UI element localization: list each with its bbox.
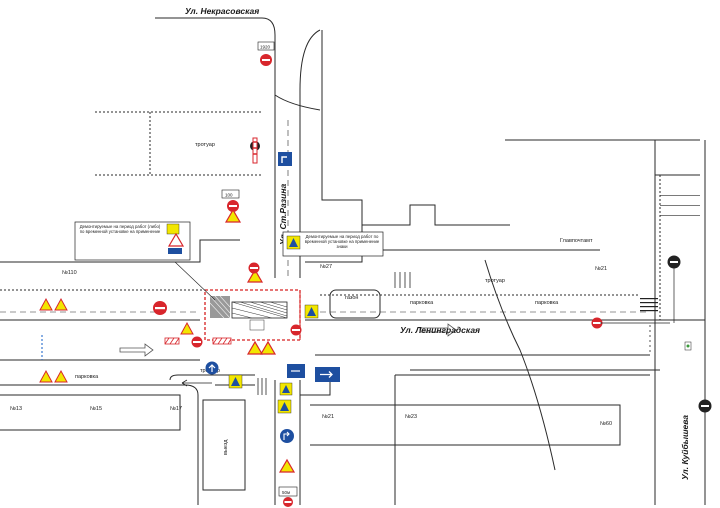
note-box-right: Демонтируемые на период работ по временн… xyxy=(282,231,384,257)
direction-arrow-icon xyxy=(119,323,457,387)
curb-marks xyxy=(257,272,651,395)
barrier-icon xyxy=(164,337,180,345)
building-number: №17 xyxy=(170,406,182,412)
label-glavpochtamt: Главпочтамт xyxy=(560,238,593,244)
pedestrian-crossing-sign-icon xyxy=(228,374,243,389)
roadworks-barrier-sign-icon xyxy=(250,137,260,164)
plate-top-text: 1920 xyxy=(260,45,271,50)
road-lines xyxy=(0,17,706,505)
roadworks-sign-icon xyxy=(246,268,264,283)
pedestrian-crossing-sign-icon xyxy=(304,304,319,319)
one-way-sign-icon xyxy=(278,152,292,166)
roadworks-sign-icon xyxy=(278,458,296,473)
street-st-razina: Ул. Ст.Разина xyxy=(278,184,288,245)
note-box-left: Демонтируемые на период работ (либо) по … xyxy=(74,221,191,261)
building-number: №15 xyxy=(90,406,102,412)
no-entry-sign-icon xyxy=(290,324,302,336)
no-entry-sign-icon xyxy=(591,317,603,329)
label-trotuar-top: тротуар xyxy=(485,278,505,284)
street-leningradskaya: Ул. Ленинградская xyxy=(400,325,480,335)
roadworks-sign-icon xyxy=(180,321,194,335)
no-entry-sign-icon xyxy=(283,497,293,507)
direction-arrow-sign-icon xyxy=(280,429,294,443)
warning-triangle-icon xyxy=(39,297,68,311)
direction-arrow-sign-icon xyxy=(205,361,219,375)
pedestrian-crossing-sign-icon xyxy=(277,399,292,414)
plate-bottom-text: 50м xyxy=(282,490,290,495)
no-entry-sign-icon xyxy=(153,301,167,315)
building-number: №13 xyxy=(10,406,22,412)
label-gazon: газон xyxy=(345,295,358,301)
label-vyezd: выезд xyxy=(223,439,229,455)
barrier-icon xyxy=(212,337,232,345)
roadworks-sign-icon xyxy=(259,340,277,355)
building-number: №27 xyxy=(320,264,332,270)
label-trotuar-right: тротуар xyxy=(195,142,215,148)
no-entry-sign-icon xyxy=(260,54,272,66)
leader-line xyxy=(174,261,216,301)
roadworks-sign-icon xyxy=(246,340,264,355)
street-nekrasovskaya: Ул. Некрасовская xyxy=(185,6,259,16)
one-way-sign-icon xyxy=(315,367,340,382)
roadworks-sign-icon xyxy=(224,208,242,223)
no-entry-sign-icon xyxy=(191,336,203,348)
label-parkovka-2: парковка xyxy=(535,300,559,306)
warning-triangle-icon xyxy=(39,369,68,383)
no-entry-sign-icon xyxy=(248,262,260,274)
center-median xyxy=(0,120,650,313)
traffic-light-icon xyxy=(667,255,681,269)
traffic-light-icon xyxy=(698,399,712,413)
building-number: №21 xyxy=(322,414,334,420)
traffic-signal-icon xyxy=(684,341,692,351)
building-number: №23 xyxy=(405,414,417,420)
label-parkovka-3: парковка xyxy=(75,374,99,380)
building-number: №21 xyxy=(595,266,607,272)
street-kuybysheva: Ул. Куйбышева xyxy=(680,415,690,480)
gazon-island xyxy=(329,289,381,319)
pedestrian-crossings xyxy=(640,195,700,312)
label-parkovka-1: парковка xyxy=(410,300,434,306)
direction-arrow-sign-icon xyxy=(287,364,305,378)
distance-plate xyxy=(221,189,240,199)
work-zone xyxy=(204,289,301,341)
distance-plate xyxy=(257,41,275,51)
no-entry-sign-icon xyxy=(227,200,239,212)
plate-mid-text: 100 xyxy=(225,193,233,198)
distance-plate xyxy=(278,486,298,497)
building-number: №110 xyxy=(62,270,77,276)
building-number: №60 xyxy=(600,421,612,427)
pedestrian-crossing-sign-icon xyxy=(279,382,293,396)
